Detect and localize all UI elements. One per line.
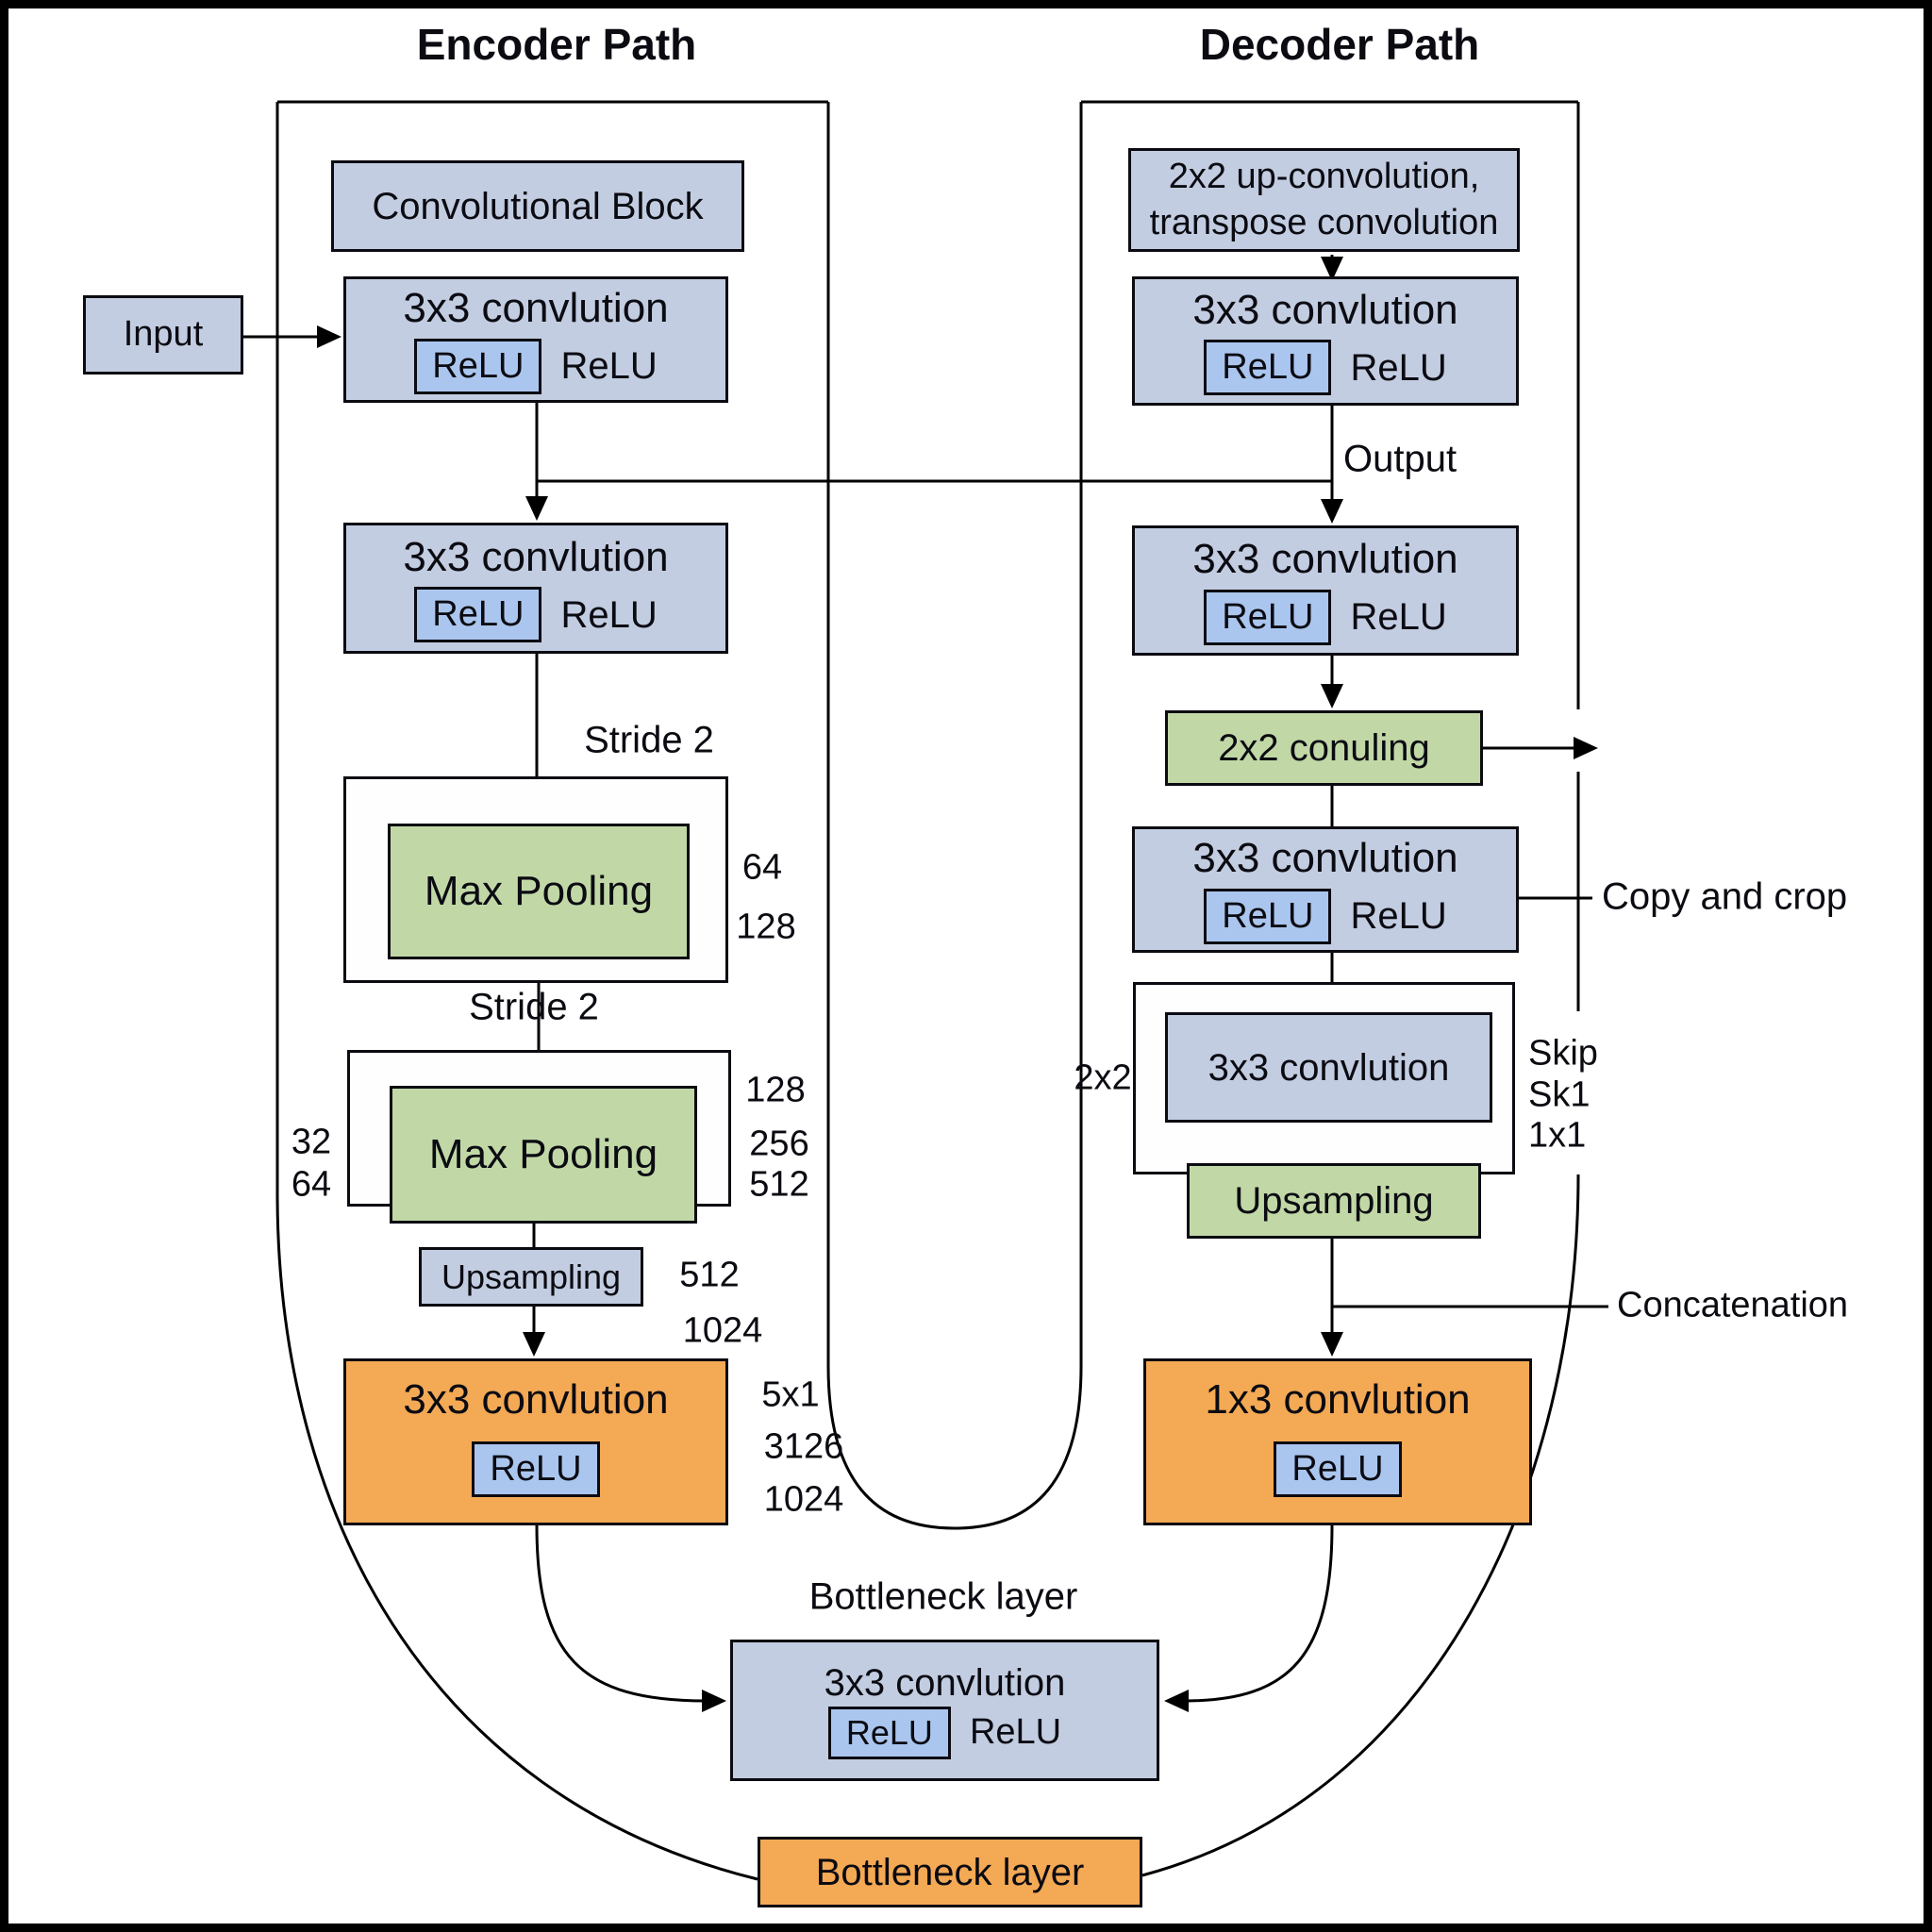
- enc-conv2-relu-row: ReLU ReLU: [414, 587, 658, 643]
- pool2-right-512: 512: [749, 1164, 809, 1205]
- pool1-channels-128: 128: [736, 907, 796, 947]
- enc-conv1-title: 3x3 convlution: [403, 285, 669, 331]
- dec-orange-to-bottleneck-curve: [1164, 1524, 1334, 1712]
- bottleneck-conv-box: 3x3 convlution ReLU ReLU: [730, 1640, 1159, 1781]
- enc-orange-conv-title: 3x3 convlution: [403, 1376, 669, 1423]
- bottleneck-bottom-box: Bottleneck layer: [758, 1837, 1142, 1907]
- dec-conv1-relu-chip: ReLU: [1204, 340, 1332, 396]
- dec-conuling-label: 2x2 conuling: [1218, 727, 1430, 769]
- dec-inner-conv-title: 3x3 convlution: [1208, 1046, 1450, 1089]
- enc-orange-relu-chip: ReLU: [472, 1441, 600, 1497]
- concatenation-label: Concatenation: [1617, 1285, 1849, 1325]
- dec-inner-conv-box: 3x3 convlution: [1165, 1012, 1492, 1123]
- enc-orange-conv-box: 3x3 convlution ReLU: [343, 1358, 728, 1525]
- enc-upsampling-box: Upsampling: [419, 1247, 643, 1307]
- pool2-right-256: 256: [749, 1124, 809, 1164]
- dec-conv3-relu-row: ReLU ReLU: [1204, 888, 1447, 944]
- pool2-right-128: 128: [745, 1070, 806, 1110]
- dec-conv2-title: 3x3 convlution: [1192, 536, 1458, 582]
- decoder-path-title: Decoder Path: [1199, 20, 1480, 69]
- dec-conv2-relu-text: ReLU: [1350, 596, 1447, 639]
- enc-conv1-box: 3x3 convlution ReLU ReLU: [343, 276, 728, 403]
- dec-orange-conv-title: 1x3 convlution: [1205, 1376, 1471, 1423]
- bottleneck-bottom-label: Bottleneck layer: [815, 1851, 1085, 1893]
- encoder-path-title: Encoder Path: [416, 20, 697, 69]
- enc-conv1-relu-text: ReLU: [560, 345, 658, 388]
- dec-conuling-box: 2x2 conuling: [1165, 710, 1483, 786]
- dec-upconv-box: 2x2 up-convolution, transpose convolutio…: [1128, 148, 1520, 252]
- bottleneck-conv-title: 3x3 convlution: [824, 1661, 1066, 1704]
- input-label: Input: [123, 314, 204, 355]
- dec-conv1-relu-text: ReLU: [1350, 346, 1447, 389]
- enc-upsampling-512: 512: [679, 1255, 740, 1295]
- sk1-label: Sk1: [1528, 1074, 1591, 1115]
- dec-conv3-relu-chip: ReLU: [1204, 888, 1332, 944]
- pool2-green-box: Max Pooling: [390, 1086, 697, 1224]
- dec-conv2-box: 3x3 convlution ReLU ReLU: [1132, 525, 1519, 656]
- dec-upconv-line1: 2x2 up-convolution,: [1168, 156, 1480, 196]
- outer-right-curve: [1141, 1174, 1580, 1877]
- dec-orange-conv-box: 1x3 convlution ReLU: [1143, 1358, 1532, 1525]
- pool1-green-box: Max Pooling: [388, 824, 690, 959]
- dec-conv3-relu-text: ReLU: [1350, 895, 1447, 938]
- dec-upsampling-label: Upsampling: [1234, 1180, 1434, 1222]
- output-label: Output: [1343, 438, 1457, 480]
- dec-conv1-relu-row: ReLU ReLU: [1204, 340, 1447, 396]
- pool1-label: Max Pooling: [424, 867, 654, 914]
- encoder-container-left-and-outer-left-curve: [275, 102, 758, 1881]
- dec-conv1-title: 3x3 convlution: [1192, 286, 1458, 333]
- dec-upsampling-box: Upsampling: [1187, 1163, 1481, 1239]
- dec-orange-relu-chip: ReLU: [1274, 1441, 1402, 1497]
- enc-orange-5x1: 5x1: [761, 1374, 820, 1415]
- enc-upsampling-label: Upsampling: [441, 1257, 622, 1296]
- bottleneck-layer-label: Bottleneck layer: [808, 1575, 1078, 1618]
- enc-orange-3126: 3126: [763, 1426, 844, 1467]
- bottleneck-relu-chip: ReLU: [827, 1706, 951, 1760]
- dec-conv2-relu-chip: ReLU: [1204, 589, 1332, 645]
- 1x1-label: 1x1: [1528, 1115, 1587, 1156]
- enc-conv2-box: 3x3 convlution ReLU ReLU: [343, 523, 728, 654]
- enc-conv1-relu-row: ReLU ReLU: [414, 338, 658, 394]
- dec-conv3-box: 3x3 convlution ReLU ReLU: [1132, 826, 1519, 953]
- dec-conv1-box: 3x3 convlution ReLU ReLU: [1132, 276, 1519, 406]
- dec-upconv-line2: transpose convolution: [1149, 203, 1499, 242]
- bottleneck-relu-row: ReLU ReLU: [827, 1706, 1062, 1760]
- convolutional-block-box: Convolutional Block: [331, 160, 744, 252]
- inner-u-curve: [826, 102, 1083, 1530]
- dec-2x2-label: 2x2: [1074, 1058, 1132, 1098]
- pool2-left-64: 64: [291, 1164, 332, 1205]
- enc-upsampling-1024: 1024: [682, 1310, 763, 1351]
- enc-orange-to-bottleneck-curve: [535, 1524, 726, 1712]
- enc-orange-1024: 1024: [763, 1479, 844, 1520]
- enc-conv2-relu-text: ReLU: [560, 593, 658, 636]
- dec-conv2-relu-row: ReLU ReLU: [1204, 589, 1447, 645]
- input-box: Input: [83, 295, 243, 375]
- convolutional-block-label: Convolutional Block: [372, 185, 704, 227]
- skip-label: Skip: [1528, 1033, 1598, 1074]
- bottleneck-relu-text: ReLU: [969, 1712, 1062, 1753]
- dec-conv3-title: 3x3 convlution: [1192, 835, 1458, 881]
- pool2-label: Max Pooling: [428, 1130, 658, 1177]
- stride-2-label-2: Stride 2: [469, 986, 599, 1028]
- copy-and-crop-label: Copy and crop: [1602, 875, 1848, 918]
- pool2-left-32: 32: [291, 1122, 332, 1162]
- enc-conv1-relu-chip: ReLU: [414, 338, 542, 394]
- stride-2-label-1: Stride 2: [584, 719, 714, 761]
- pool1-channels-64: 64: [741, 847, 783, 888]
- enc-conv2-title: 3x3 convlution: [403, 533, 669, 580]
- enc-conv2-relu-chip: ReLU: [414, 587, 542, 643]
